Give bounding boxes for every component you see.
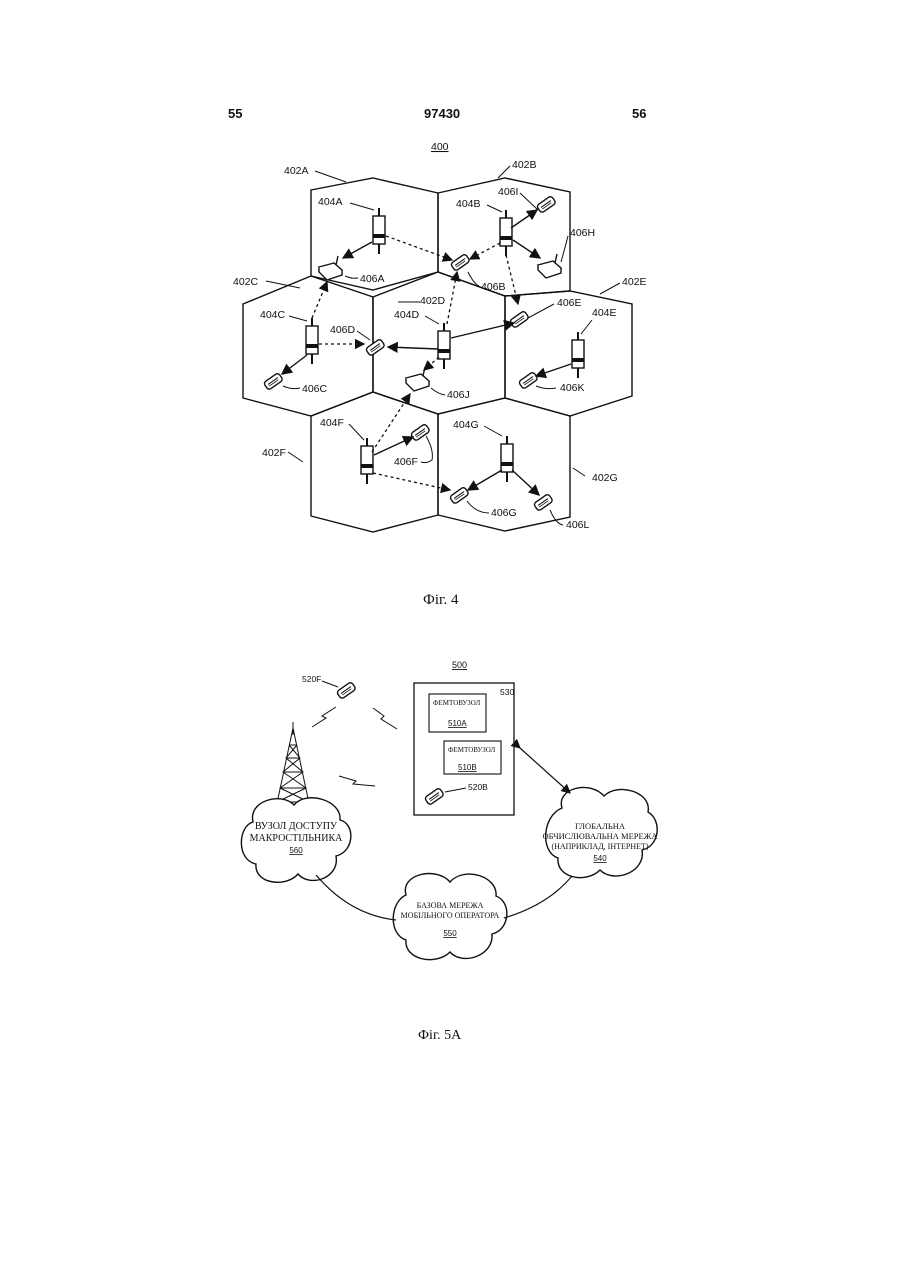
macro-line-1: ВУЗОЛ ДОСТУПУ: [255, 821, 338, 832]
core-line-1: БАЗОВА МЕРЕЖА: [417, 901, 484, 910]
fig5a-caption: Фіг. 5A: [418, 1028, 462, 1043]
label-402C: 402C: [233, 276, 259, 288]
label-406G: 406G: [491, 507, 517, 519]
terminal-406A-modem-icon: [319, 256, 342, 280]
wan-line-2: ОБЧИСЛЮВАЛЬНА МЕРЕЖА: [543, 831, 659, 841]
label-402D: 402D: [420, 295, 446, 307]
femto-510B-title: ФЕМТОВУЗОЛ: [448, 746, 495, 754]
label-406I: 406I: [498, 186, 518, 198]
label-402E: 402E: [622, 276, 647, 288]
femto-510A-title: ФЕМТОВУЗОЛ: [433, 699, 480, 707]
access-point-404C-icon: [306, 318, 318, 364]
ue-520F-phone-icon: [336, 682, 356, 700]
core-ref: 550: [443, 929, 457, 938]
wan-line-3: (НАПРИКЛАД, ІНТЕРНЕТ): [551, 842, 648, 851]
label-406J: 406J: [447, 389, 470, 401]
access-point-404E-icon: [572, 332, 584, 378]
terminal-406J-modem-icon: [406, 367, 429, 391]
label-406H: 406H: [570, 227, 595, 239]
link-macro-core: [316, 875, 396, 920]
access-point-404D-icon: [438, 323, 450, 369]
terminal-406K-phone-icon: [518, 372, 538, 390]
label-520F: 520F: [302, 674, 321, 684]
core-line-2: МОБІЛЬНОГО ОПЕРАТОРА: [401, 911, 500, 920]
label-406F: 406F: [394, 456, 418, 468]
terminal-406L-phone-icon: [533, 494, 553, 512]
label-406D: 406D: [330, 324, 356, 336]
label-530: 530: [500, 687, 514, 697]
access-point-404F-icon: [361, 438, 373, 484]
label-406K: 406K: [560, 382, 585, 394]
label-402F: 402F: [262, 447, 286, 459]
access-point-404G-icon: [501, 436, 513, 482]
macro-tower-icon: [276, 722, 310, 808]
fig4-caption: Фіг. 4: [423, 592, 459, 608]
wan-line-1: ГЛОБАЛЬНА: [575, 821, 626, 831]
label-404C: 404C: [260, 309, 286, 321]
label-406A: 406A: [360, 273, 385, 285]
label-406E: 406E: [557, 297, 582, 309]
femto-510A-ref: 510A: [448, 719, 467, 728]
label-404D: 404D: [394, 309, 420, 321]
terminal-406C-phone-icon: [263, 373, 283, 391]
label-402G: 402G: [592, 472, 618, 484]
terminal-406E-phone-icon: [509, 311, 529, 329]
label-404E: 404E: [592, 307, 617, 319]
link-building-wan: [520, 748, 570, 793]
terminal-406H-modem-icon: [538, 254, 561, 278]
label-406C: 406C: [302, 383, 328, 395]
label-404B: 404B: [456, 198, 481, 210]
wan-ref: 540: [593, 854, 607, 863]
terminal-406B-phone-icon: [450, 254, 470, 272]
label-404F: 404F: [320, 417, 344, 429]
fig4-ref-label: 400: [431, 141, 449, 153]
femto-510B-ref: 510B: [458, 763, 477, 772]
macro-line-2: МАКРОСТІЛЬНИКА: [250, 833, 344, 844]
label-406L: 406L: [566, 519, 590, 531]
label-402A: 402A: [284, 165, 309, 177]
fig5a-ref-label: 500: [452, 660, 467, 670]
label-402B: 402B: [512, 159, 537, 171]
access-point-404B-icon: [500, 210, 512, 256]
terminal-406G-phone-icon: [449, 487, 469, 505]
access-point-404A-icon: [373, 208, 385, 254]
label-404A: 404A: [318, 196, 343, 208]
label-404G: 404G: [453, 419, 479, 431]
macro-ref: 560: [289, 846, 303, 855]
link-core-wan: [504, 876, 572, 918]
terminal-406I-phone-icon: [536, 196, 556, 214]
label-406B: 406B: [481, 281, 506, 293]
figure-5a: 500 530 ФЕМТОВУЗОЛ 510A ФЕМТОВУЗОЛ 510B …: [241, 660, 658, 1043]
cell-402F: [311, 392, 438, 532]
terminal-406D-phone-icon: [365, 339, 385, 357]
label-520B: 520B: [468, 782, 488, 792]
figure-4: 400 402A 402B 402C 402D 402E 402F 402G 4…: [233, 141, 647, 608]
